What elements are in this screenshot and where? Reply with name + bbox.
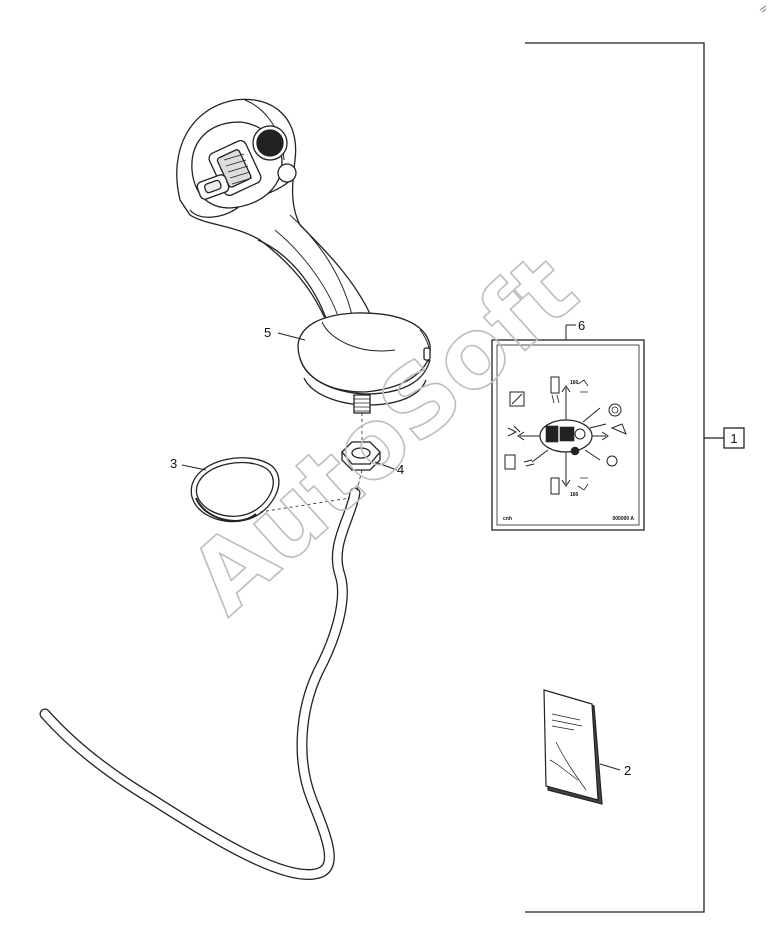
- decal-code: 000000 A: [613, 516, 635, 522]
- callout-6: 6: [578, 318, 585, 333]
- corner-mark: [759, 5, 767, 13]
- callout-1: 1: [730, 431, 737, 446]
- callout-4: 4: [397, 462, 404, 477]
- leader-5: [277, 332, 306, 341]
- decal-brand: cnh: [503, 516, 512, 522]
- joystick-handle: [176, 98, 431, 440]
- hex-nut: [341, 441, 381, 471]
- gasket: [190, 457, 351, 523]
- leader-3: [181, 464, 207, 471]
- decal-speed-bottom: 160: [570, 492, 579, 498]
- control-decal: [491, 339, 645, 531]
- leader-4: [374, 461, 398, 471]
- cable-harness: [39, 469, 363, 881]
- assembly-bracket: [525, 42, 745, 913]
- callout-2: 2: [624, 763, 631, 778]
- callout-5: 5: [264, 325, 271, 340]
- decal-speed-top: 160: [570, 380, 579, 386]
- leader-2: [599, 763, 621, 771]
- callout-3: 3: [170, 456, 177, 471]
- operator-booklet: [543, 689, 603, 805]
